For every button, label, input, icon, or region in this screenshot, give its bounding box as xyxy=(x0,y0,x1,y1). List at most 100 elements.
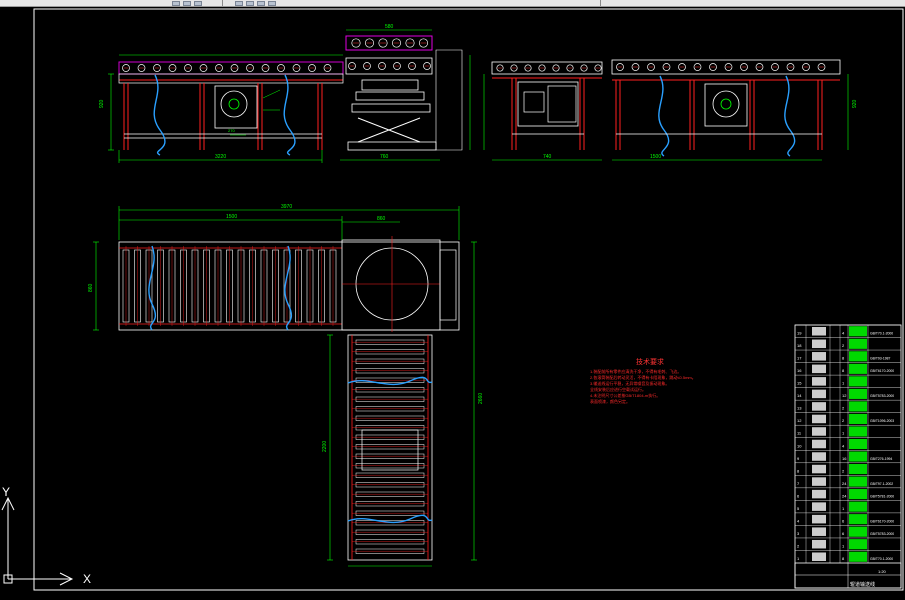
bom-standard-code: GB/T1096-2003 xyxy=(870,419,894,423)
roller-end xyxy=(378,38,388,48)
bom-name-cell xyxy=(812,552,826,561)
roller-end xyxy=(292,64,301,72)
roller-end xyxy=(538,64,546,72)
ucs-icon xyxy=(1,496,74,586)
roller-end xyxy=(351,38,361,48)
layer-icon[interactable] xyxy=(172,0,180,6)
technical-notes: 技术要求 1.装配前所有零件应清洗干净，不得有毛刺、飞边。 2.各滚筒装配后转动… xyxy=(590,357,710,405)
dim-plan-left: 1500 xyxy=(226,214,237,220)
bom-row-number: 10 xyxy=(797,443,802,448)
bom-row-number: 3 xyxy=(797,531,800,536)
orbit-icon[interactable] xyxy=(268,0,276,6)
bom-standard-code: GB/T6170-2000 xyxy=(870,519,894,523)
bom-row-number: 14 xyxy=(797,393,802,398)
bom-qty: 2 xyxy=(842,406,845,411)
save-icon[interactable] xyxy=(183,0,191,6)
right-elevation: 1500 920 xyxy=(611,59,858,161)
drawing-canvas[interactable]: 3220 920 270 580 760 xyxy=(0,7,905,600)
roller-end xyxy=(662,63,671,71)
roller-end xyxy=(616,63,624,71)
dim-side-width: 740 xyxy=(543,154,552,160)
dim-plan-vertical: 2660 xyxy=(478,393,484,404)
bom-row-number: 6 xyxy=(797,493,800,498)
dim-front-width: 3220 xyxy=(215,154,226,160)
bom-standard-code: GB/T6170-2000 xyxy=(870,369,894,373)
bom-standard-code: GB/T5783-2000 xyxy=(870,532,894,536)
cad-drawing: 3220 920 270 580 760 xyxy=(1,8,904,591)
bom-qty: 1 xyxy=(842,381,845,386)
bom-material-cell xyxy=(849,376,867,387)
roller-end xyxy=(122,64,130,72)
bom-standard-code: GB/T5781-2000 xyxy=(870,494,894,498)
roller-end xyxy=(693,63,702,71)
roller-end xyxy=(348,62,356,70)
end-view: 740 xyxy=(483,61,603,161)
roller-end xyxy=(566,64,574,72)
roller-end xyxy=(552,64,560,72)
pan-icon[interactable] xyxy=(257,0,265,6)
roller-end xyxy=(405,38,415,48)
bom-name-cell xyxy=(812,514,826,524)
roller-end xyxy=(423,62,431,70)
bom-row-number: 18 xyxy=(797,343,802,348)
roller-end xyxy=(308,64,316,72)
bom-material-cell xyxy=(849,526,867,537)
bom-qty: 16 xyxy=(842,456,847,461)
bom-name-cell xyxy=(812,427,826,436)
bom-row-number: 8 xyxy=(797,468,800,473)
roller-end xyxy=(802,63,810,71)
bom-row-number: 4 xyxy=(797,518,800,523)
bom-qty: 24 xyxy=(842,493,847,498)
toolbar-group-left xyxy=(172,0,202,6)
bom-material-cell xyxy=(849,476,867,487)
roller-end xyxy=(363,62,371,70)
roller-end xyxy=(418,38,429,48)
undo-icon[interactable] xyxy=(194,0,202,6)
dim-plan-total: 3970 xyxy=(281,204,292,210)
redo-icon[interactable] xyxy=(235,0,243,6)
bom-material-cell xyxy=(849,401,867,412)
roller-end xyxy=(137,64,146,72)
front-elevation: 3220 920 270 xyxy=(99,54,344,163)
bom-row-number: 17 xyxy=(797,356,802,361)
bom-name-cell xyxy=(812,377,826,386)
dim-right-width: 1500 xyxy=(650,154,661,160)
notes-line: 表面喷漆，颜色另定。 xyxy=(590,399,630,404)
roller-end xyxy=(153,64,161,72)
bom-name-cell xyxy=(812,389,826,399)
bom-qty: 1 xyxy=(842,543,845,548)
ucs-y-label: Y xyxy=(2,485,11,499)
bom-name-cell xyxy=(812,527,826,536)
drawing-frame xyxy=(33,8,904,591)
notes-line: 1.装配前所有零件应清洗干净，不得有毛刺、飞边。 xyxy=(590,369,682,374)
roller-end xyxy=(647,63,655,71)
roller-end xyxy=(594,64,602,72)
roller-end xyxy=(740,63,748,71)
bom-name-cell xyxy=(812,414,826,424)
bom-row-number: 13 xyxy=(797,406,802,411)
dim-plan-height: 860 xyxy=(88,283,94,292)
bom-standard-code: GB/T5783-2000 xyxy=(870,394,894,398)
dim-front-height: 920 xyxy=(99,99,105,108)
bom-name-cell xyxy=(812,352,826,361)
roller-end xyxy=(364,38,375,48)
bom-name-cell xyxy=(812,364,826,374)
bom-material-cell xyxy=(849,388,867,399)
bom-material-cell xyxy=(849,426,867,437)
dim-motor-width: 270 xyxy=(228,128,235,133)
zoom-icon[interactable] xyxy=(246,0,254,6)
toolbar-separator xyxy=(600,0,601,6)
bom-name-cell xyxy=(812,477,826,486)
roller-end xyxy=(215,64,223,72)
bom-qty: 8 xyxy=(842,368,845,373)
roller-end xyxy=(168,64,177,72)
drawing-name: 辊道输送线 xyxy=(850,581,875,588)
bom-row-number: 7 xyxy=(797,481,800,486)
dim-plan-top: 860 xyxy=(377,216,386,222)
roller-end xyxy=(524,64,532,72)
bom-material-cell xyxy=(849,413,867,425)
dim-plan-down: 2200 xyxy=(322,441,328,452)
bom-material-cell xyxy=(849,451,867,462)
bom-row-number: 19 xyxy=(797,331,802,336)
